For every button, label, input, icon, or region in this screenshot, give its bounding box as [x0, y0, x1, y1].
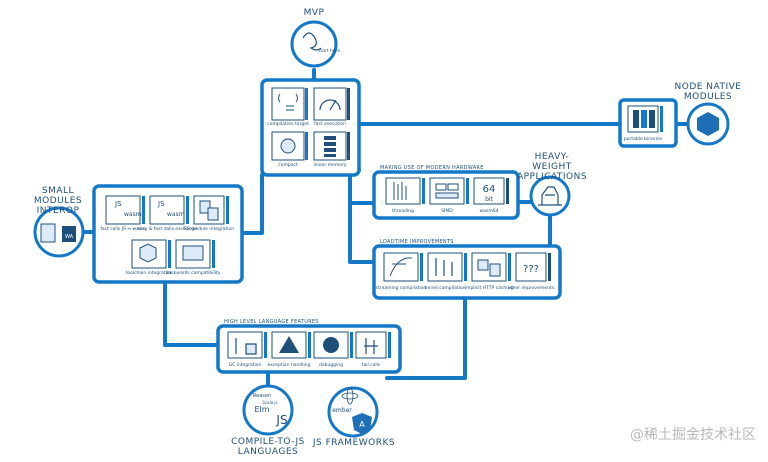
speedometer-icon — [319, 99, 341, 111]
hll-title: HIGH LEVEL LANGUAGE FEATURES — [224, 319, 319, 325]
wasm64-bit: bit — [485, 196, 493, 203]
threads-icon — [393, 182, 407, 200]
interop-item-label: easy & fast data exchange — [137, 226, 197, 232]
toolchain-icon — [139, 243, 157, 263]
interop-box: JS wasm JS wasm fast calls JS ↔ wasm eas… — [92, 184, 244, 284]
compilation-icon — [278, 93, 298, 111]
interop-item-label: toolchain integration — [126, 270, 173, 276]
hardware-title: MAKING USE OF MODERN HARDWARE — [380, 165, 484, 171]
node-native-line1: NODE NATIVE — [674, 82, 742, 92]
compile-circle: Reason Scala.js Elm JS — [242, 384, 294, 436]
js-text: JS — [114, 200, 122, 208]
streaming-icon — [389, 257, 413, 277]
loadtime-box: LOADTIME IMPROVEMENTS ??? streaming comp… — [372, 239, 562, 300]
mvp-box: compilation target fast execution compac… — [260, 78, 361, 177]
connector-mvp-interop — [240, 173, 264, 235]
interop-item-label: ES module integration — [184, 226, 234, 232]
small-modules-circle: WA — [33, 206, 85, 258]
node-circle — [686, 102, 730, 146]
hardware-item-label: wasm64 — [480, 208, 499, 214]
compile-line1: COMPILE-TO-JS — [231, 437, 305, 447]
compile-label: COMPILE-TO-JS LANGUAGES — [228, 437, 308, 457]
hll-box: HIGH LEVEL LANGUAGE FEATURES GC integrat… — [216, 319, 402, 374]
mvp-item-label: compact — [278, 162, 298, 168]
connector-load-frameworks — [385, 296, 467, 380]
connector-branch-load — [348, 218, 376, 264]
heavy-line2: APPLICATIONS — [516, 172, 588, 182]
loadtime-item-label: other improvements — [508, 285, 555, 291]
hll-item-label: exception handling — [268, 362, 311, 368]
construction-icon — [538, 186, 562, 206]
hll-item-label: debugging — [319, 362, 343, 368]
wasm-text: wasm — [124, 211, 142, 218]
wasm-text-2: wasm — [167, 211, 185, 218]
caching-icon — [477, 259, 501, 277]
hardware-item-label: threading — [392, 208, 414, 214]
hexagon-icon — [697, 112, 719, 136]
js-text-2: JS — [157, 200, 165, 208]
node-native-label: NODE NATIVE MODULES — [672, 82, 744, 102]
hll-item-label: tail calls — [362, 362, 381, 368]
mvp-item-label: linear memory — [314, 162, 347, 168]
react-icon — [341, 392, 359, 400]
mvp-label: MVP — [303, 8, 325, 18]
simd-icon — [435, 183, 459, 199]
compile-line: Elm — [254, 405, 269, 414]
compact-icon — [280, 138, 296, 154]
hll-item-label: GC integration — [229, 362, 262, 368]
wasm64-number: 64 — [483, 184, 496, 195]
binary-icon — [633, 110, 655, 128]
watermark: @稀土掘金技术社区 — [630, 427, 756, 443]
angular-icon — [352, 413, 372, 434]
tailcall-icon — [364, 338, 378, 354]
bug-icon — [323, 337, 339, 353]
compile-line: Reason — [253, 393, 271, 399]
loadtime-title: LOADTIME IMPROVEMENTS — [380, 239, 454, 245]
small-modules-label: SMALL MODULES INTEROP — [20, 186, 96, 216]
loadtime-item-label: tiered compilation — [425, 285, 466, 291]
hardware-item-label: SIMD — [441, 208, 453, 214]
memory-icon — [324, 136, 336, 157]
interop-item-label: fast calls JS ↔ wasm — [100, 226, 145, 232]
ember-text: ember — [332, 407, 352, 414]
gc-icon — [235, 338, 257, 355]
compile-line: JS — [275, 413, 287, 427]
frameworks-label: JS FRAMEWORKS — [312, 438, 396, 448]
connector-mvp-branch — [348, 168, 361, 222]
warning-icon — [279, 336, 299, 353]
other-text: ??? — [523, 264, 539, 275]
node-item-label: portable binaries — [624, 136, 663, 142]
heavy-label: HEAVY-WEIGHT APPLICATIONS — [516, 152, 588, 182]
es-module-icon — [199, 200, 219, 221]
node-box: portable binaries — [618, 98, 678, 148]
angular-text: A — [359, 420, 365, 429]
heavy-circle — [529, 175, 571, 217]
heavy-line1: HEAVY-WEIGHT — [532, 152, 572, 172]
small-line2: INTEROP — [36, 206, 80, 216]
compile-line2: LANGUAGES — [237, 447, 299, 457]
connector-interop-hll — [163, 281, 220, 347]
compat-icon — [182, 245, 204, 261]
interop-item-label: backwards compatibility — [166, 270, 221, 276]
compile-line: Scala.js — [262, 400, 277, 405]
mvp-item-label: compilation target — [267, 121, 309, 127]
hardware-box: MAKING USE OF MODERN HARDWARE 64 bit thr… — [372, 165, 520, 220]
tiered-icon — [435, 258, 453, 276]
wa-text: WA — [65, 234, 74, 240]
loadtime-item-label: implicit HTTP caching — [465, 285, 514, 291]
frameworks-circle: ember A — [327, 386, 379, 438]
start-here-text: start here — [318, 48, 340, 54]
node-native-line2: MODULES — [683, 92, 733, 102]
start-circle: start here — [290, 20, 340, 68]
small-line1: SMALL MODULES — [33, 186, 83, 206]
mvp-item-label: fast execution — [314, 121, 346, 127]
loadtime-item-label: streaming compilation — [376, 285, 427, 291]
